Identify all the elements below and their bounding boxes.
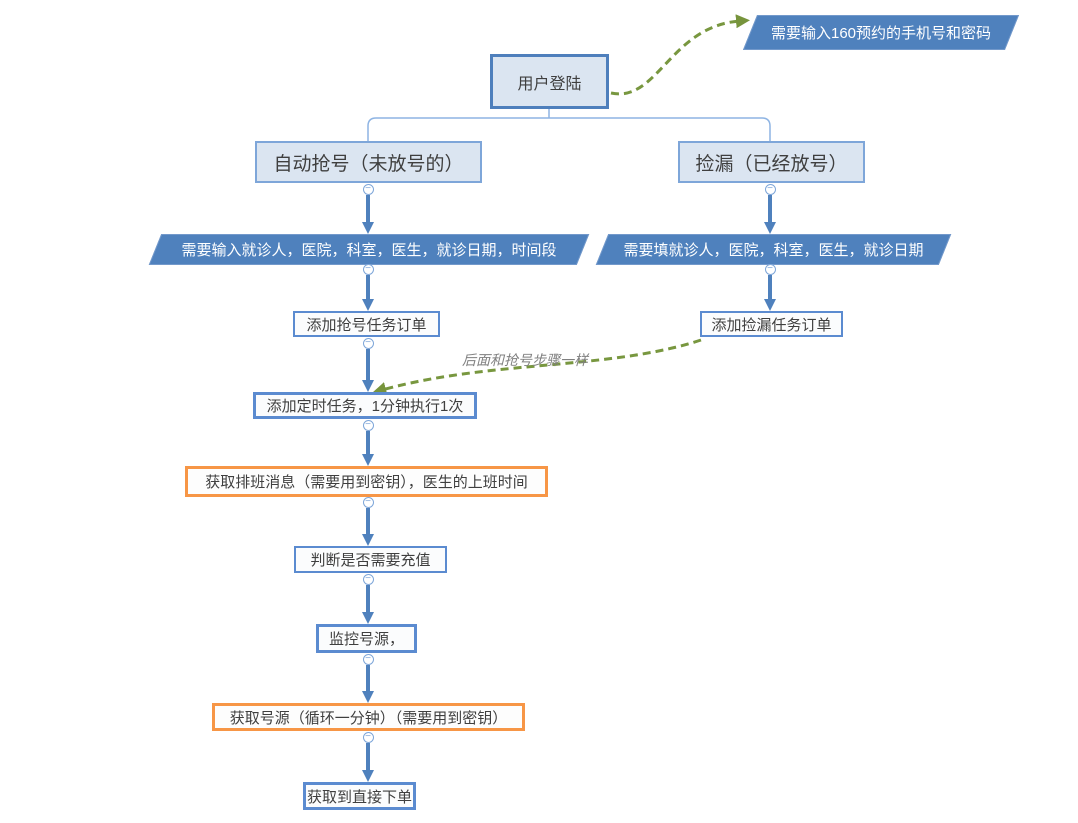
node-add-timer-task[interactable]: 添加定时任务，1分钟执行1次	[253, 392, 477, 419]
dashed-arrow-same-steps	[372, 338, 702, 396]
minus-icon: −	[365, 419, 371, 430]
node-input-auto-banner[interactable]: 需要输入就诊人，医院，科室，医生，就诊日期，时间段	[148, 234, 590, 265]
collapse-toggle[interactable]: −	[362, 573, 374, 585]
node-label: 监控号源，	[328, 631, 404, 648]
minus-icon: −	[365, 263, 371, 274]
minus-icon: −	[365, 496, 371, 507]
collapse-toggle[interactable]: −	[764, 263, 776, 275]
node-label: 捡漏（已经放号）	[695, 153, 848, 175]
node-label: 添加抢号任务订单	[306, 316, 427, 334]
node-branch-auto-grab[interactable]: 自动抢号（未放号的）	[255, 141, 482, 183]
minus-icon: −	[365, 183, 371, 194]
collapse-toggle[interactable]: −	[362, 263, 374, 275]
node-label: 自动抢号（未放号的）	[273, 153, 464, 175]
node-check-recharge[interactable]: 判断是否需要充值	[294, 546, 447, 573]
collapse-toggle[interactable]: −	[362, 731, 374, 743]
minus-icon: −	[365, 573, 371, 584]
node-label: 获取到直接下单	[306, 788, 412, 806]
node-branch-pickup[interactable]: 捡漏（已经放号）	[678, 141, 865, 183]
collapse-toggle[interactable]: −	[362, 183, 374, 195]
node-get-schedule[interactable]: 获取排班消息（需要用到密钥），医生的上班时间	[185, 466, 548, 497]
banner-label: 需要填就诊人，医院，科室，医生，就诊日期	[623, 242, 924, 259]
node-login-note-banner[interactable]: 需要输入160预约的手机号和密码	[742, 15, 1020, 50]
collapse-toggle[interactable]: −	[362, 496, 374, 508]
collapse-toggle[interactable]: −	[362, 419, 374, 431]
banner-label: 需要输入160预约的手机号和密码	[770, 25, 992, 42]
minus-icon: −	[767, 263, 773, 274]
minus-icon: −	[365, 653, 371, 664]
node-add-pickup-task[interactable]: 添加捡漏任务订单	[700, 311, 843, 337]
node-monitor-source[interactable]: 监控号源，	[316, 624, 417, 653]
banner-label: 需要输入就诊人，医院，科室，医生，就诊日期，时间段	[181, 242, 557, 259]
node-label: 添加定时任务，1分钟执行1次	[266, 398, 464, 415]
node-get-source[interactable]: 获取号源（循环一分钟）（需要用到密钥）	[212, 703, 525, 731]
minus-icon: −	[365, 337, 371, 348]
minus-icon: −	[365, 731, 371, 742]
node-label: 添加捡漏任务订单	[711, 316, 832, 334]
dashed-arrow-login-note	[610, 14, 750, 96]
minus-icon: −	[767, 183, 773, 194]
node-direct-order[interactable]: 获取到直接下单	[303, 782, 416, 810]
node-label: 判断是否需要充值	[310, 552, 431, 569]
collapse-toggle[interactable]: −	[764, 183, 776, 195]
collapse-toggle[interactable]: −	[362, 337, 374, 349]
collapse-toggle[interactable]: −	[362, 653, 374, 665]
node-label: 用户登陆	[517, 75, 582, 93]
node-label: 获取排班消息（需要用到密钥），医生的上班时间	[205, 474, 528, 491]
annotation-same-steps: 后面和抢号步骤一样	[462, 352, 588, 368]
branch-tree-connector	[367, 109, 771, 141]
node-label: 获取号源（循环一分钟）（需要用到密钥）	[229, 709, 508, 727]
node-add-grab-task[interactable]: 添加抢号任务订单	[293, 311, 440, 337]
node-input-pickup-banner[interactable]: 需要填就诊人，医院，科室，医生，就诊日期	[595, 234, 952, 265]
node-user-login[interactable]: 用户登陆	[490, 54, 609, 109]
